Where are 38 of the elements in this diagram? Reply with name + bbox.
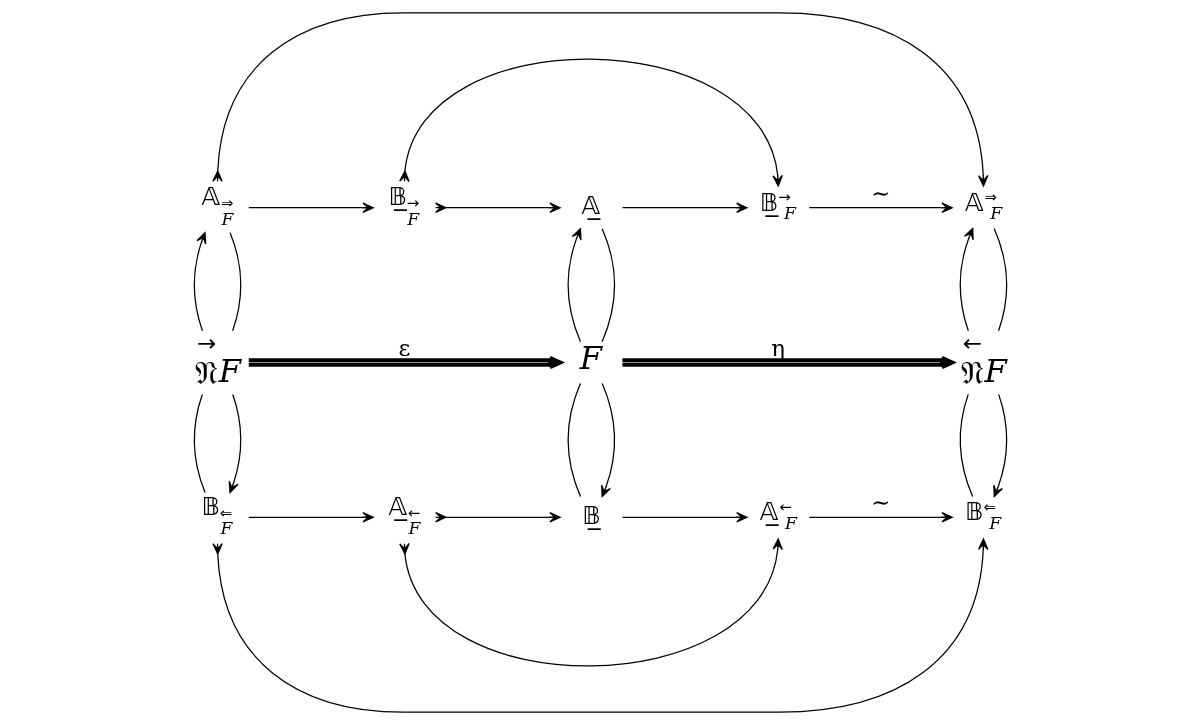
arrow: [621, 512, 748, 523]
connector: [993, 227, 1007, 332]
arrow: [211, 12, 988, 187]
arrow: [247, 202, 374, 213]
edge-label: ∼: [870, 179, 890, 206]
node-text: F: [579, 339, 602, 378]
arrow: [600, 382, 615, 498]
arrow: [808, 512, 953, 523]
node-text: 𝔸⇒F: [200, 181, 233, 229]
arrow: [193, 232, 206, 332]
arrow: [959, 227, 974, 332]
connector: [601, 228, 615, 343]
node-text: 𝔹⇐F: [200, 491, 232, 539]
connector: [567, 382, 581, 498]
arrow: [211, 538, 988, 713]
node-text: 𝔹̲: [581, 500, 601, 530]
arrow: [808, 202, 953, 213]
arrow: [567, 228, 582, 343]
arrow: [621, 202, 748, 213]
arrow: [398, 58, 783, 187]
arrow: [434, 202, 561, 213]
connector: [193, 393, 206, 494]
node-text: 𝔸̲←F: [387, 491, 420, 539]
connector: [959, 393, 973, 498]
node-text: 𝔸̲: [581, 191, 600, 221]
connector: [229, 232, 241, 332]
node-text: 𝔹̲→F: [387, 181, 419, 229]
arrow: [992, 393, 1007, 498]
arrow: [228, 393, 241, 494]
node-text: ←𝔑F: [960, 330, 1007, 392]
node-text: →𝔑F: [194, 330, 241, 392]
arrow: [434, 512, 561, 523]
edge-label: ε: [397, 334, 410, 361]
edge-label: ∼: [870, 489, 890, 516]
arrow: [621, 355, 954, 370]
arrow: [398, 538, 783, 667]
arrow: [248, 355, 562, 370]
arrow: [247, 512, 374, 523]
